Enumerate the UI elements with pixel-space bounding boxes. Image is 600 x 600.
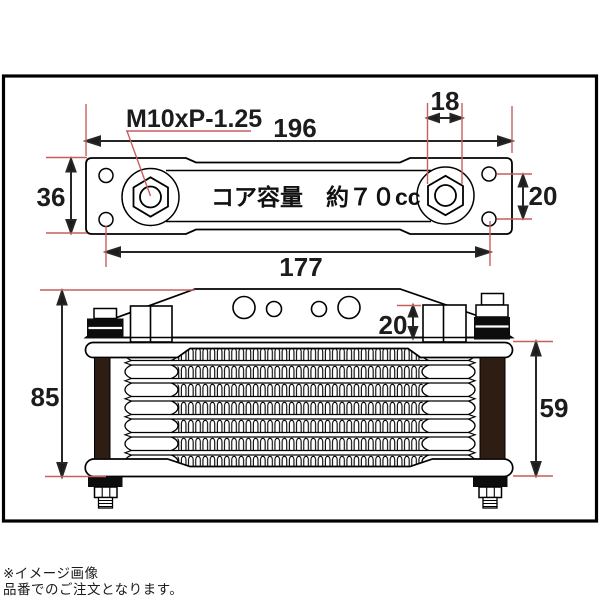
thread-leader-line: [126, 130, 152, 197]
dim-plate-height: 36: [37, 182, 66, 212]
red-extension-lines: [40, 103, 553, 478]
standoff-blocks: [129, 304, 467, 343]
image-disclaimer-note: ※イメージ画像: [3, 566, 99, 581]
threaded-studs: [97, 496, 498, 509]
thread-size-label: M10xP-1.25: [126, 105, 262, 133]
bottom-rubber-mounts: [88, 476, 508, 509]
dim-core-height: 59: [540, 393, 569, 423]
mount-hole-top-left: [98, 167, 114, 184]
right-top-grommet: [474, 317, 510, 340]
front-view-cooler: [83, 288, 515, 509]
dimension-lines: [56, 112, 542, 480]
oil-tubes: [123, 359, 477, 456]
dim-overall-width: 196: [273, 113, 316, 143]
left-fitting-bore: [139, 185, 162, 209]
dim-bracket-offset: 20: [379, 310, 408, 340]
dim-overall-height: 85: [31, 382, 60, 412]
mount-hole-bottom-left: [98, 211, 114, 228]
dim-hole-pitch-horizontal: 177: [279, 252, 322, 282]
top-view-mounting-plate: [85, 157, 513, 235]
order-by-part-number-note: 品番でのご注文となります。: [3, 582, 184, 597]
core-fins: [177, 348, 423, 467]
core-capacity-label: コア容量 約７０cc: [211, 184, 421, 210]
mounting-plate-outline: [85, 157, 513, 235]
side-plates: [94, 357, 506, 460]
right-fitting-bore: [434, 184, 457, 207]
top-rubber-mounts: [87, 292, 510, 340]
mount-hole-top-right: [481, 166, 497, 182]
center-rib-lines: [166, 169, 431, 223]
bracket-face-holes: [232, 295, 361, 320]
dim-hole-pitch-vertical: 20: [529, 181, 558, 211]
dim-fitting-flats: 18: [431, 86, 460, 116]
top-mount-bar: [84, 341, 514, 359]
mount-hole-bottom-right: [481, 211, 497, 227]
